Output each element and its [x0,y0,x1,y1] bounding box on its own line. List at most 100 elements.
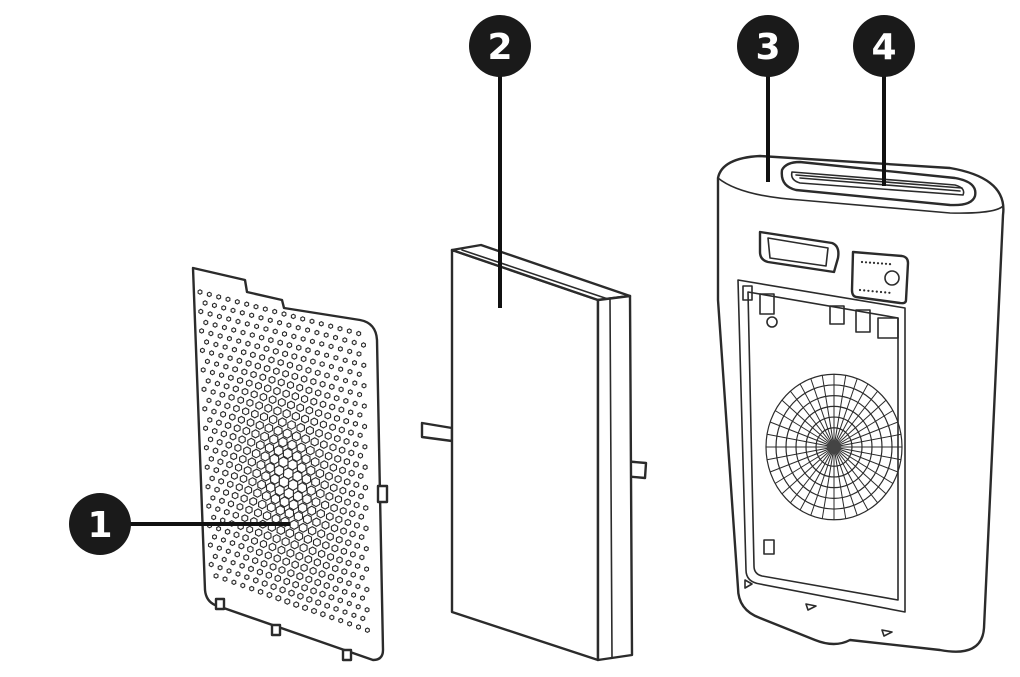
perforation-hole [227,355,233,362]
perforation-hole [296,364,303,372]
perforation-hole [199,328,205,334]
perforation-hole [291,333,297,340]
fan-spoke [833,399,887,448]
perforation-hole [349,530,356,538]
perforation-hole [333,605,339,612]
perforation-hole [291,353,298,360]
perforation-hole [277,319,283,326]
perforation-hole [285,528,295,539]
perforation-hole [293,601,300,609]
perforation-hole [245,359,252,367]
indicator-dot [864,261,868,264]
perforation-hole [300,316,306,322]
perforation-hole [345,559,352,567]
perforation-hole [305,425,314,436]
perforation-hole [305,575,313,584]
perforation-hole [302,493,312,505]
perforation-hole [260,431,269,442]
perforation-hole [254,343,261,350]
perforation-hole [320,440,328,450]
perforation-hole [232,366,238,373]
perforation-hole [248,477,257,487]
perforation-hole [274,464,285,477]
perforation-hole [254,508,262,518]
perforation-hole [216,294,222,300]
perforation-hole [322,541,330,550]
perforation-hole [343,377,348,384]
perforation-hole [208,455,214,462]
perforation-hole [273,445,284,457]
fan-spoke [821,375,835,448]
perforation-hole [296,403,305,413]
perforation-hole [356,351,362,357]
perforation-hole [254,528,263,537]
perforation-hole [216,545,222,552]
perforation-hole [313,558,321,567]
perforation-hole [236,357,243,365]
perforation-hole [310,456,320,467]
fan-spoke [833,446,902,461]
perforation-hole [273,554,281,563]
perforation-hole [203,425,209,432]
perforation-hole [293,510,304,522]
perforation-hole [316,488,325,499]
perforation-hole [287,439,297,451]
perforation-hole [223,508,230,516]
perforation-hole [349,510,356,518]
perforation-hole [328,323,334,330]
fan-spoke [833,446,869,511]
indicator-dot [880,262,884,265]
perforation-hole [218,477,225,485]
perforation-hole [346,328,352,334]
perforation-hole [201,386,207,393]
perforation-hole [212,447,219,454]
perforation-hole [252,557,259,565]
perforation-hole [352,440,359,448]
perforation-hole [230,559,236,566]
perforation-hole [286,341,293,349]
perforation-hole [343,437,350,445]
perforation-hole [361,342,366,348]
perforation-hole [282,369,289,378]
indicator-dot [879,290,883,294]
perforation-hole [288,499,299,511]
perforation-hole [286,322,292,329]
perforation-hole [315,448,324,459]
perforation-hole [204,464,210,471]
perforation-hole [207,416,213,423]
perforation-hole [197,289,203,295]
perforation-hole [337,597,343,604]
perforation-hole [348,449,355,457]
perforation-hole [346,580,352,587]
perforation-hole [231,346,237,353]
perforation-hole [301,584,308,592]
perforation-hole [356,330,362,337]
perforation-hole [251,448,261,459]
perforation-hole [204,358,210,365]
perforation-hole [333,354,339,361]
perforation-hole [302,604,308,612]
perforation-hole [298,522,308,533]
perforation-hole [290,313,296,320]
perforation-hole [262,510,272,521]
perforation-hole [251,409,259,419]
fan-spoke [769,421,835,448]
perforation-hole [261,470,271,482]
indicator-dot [884,262,888,265]
perforation-hole [338,366,344,373]
perforation-hole [223,363,229,370]
perforation-hole [347,348,353,355]
perforation-hole [300,355,307,363]
perforation-hole [200,367,206,373]
perforation-hole [222,344,228,350]
perforation-hole [219,391,226,398]
perforation-hole [246,525,254,534]
perforation-hole [251,429,260,439]
perforation-hole [318,320,324,327]
perforation-hole [343,417,350,425]
perforation-hole [268,375,276,384]
indicator-dot [875,290,878,293]
fan-spoke [769,446,835,473]
perforation-hole [233,404,240,413]
perforation-hole [283,487,294,500]
